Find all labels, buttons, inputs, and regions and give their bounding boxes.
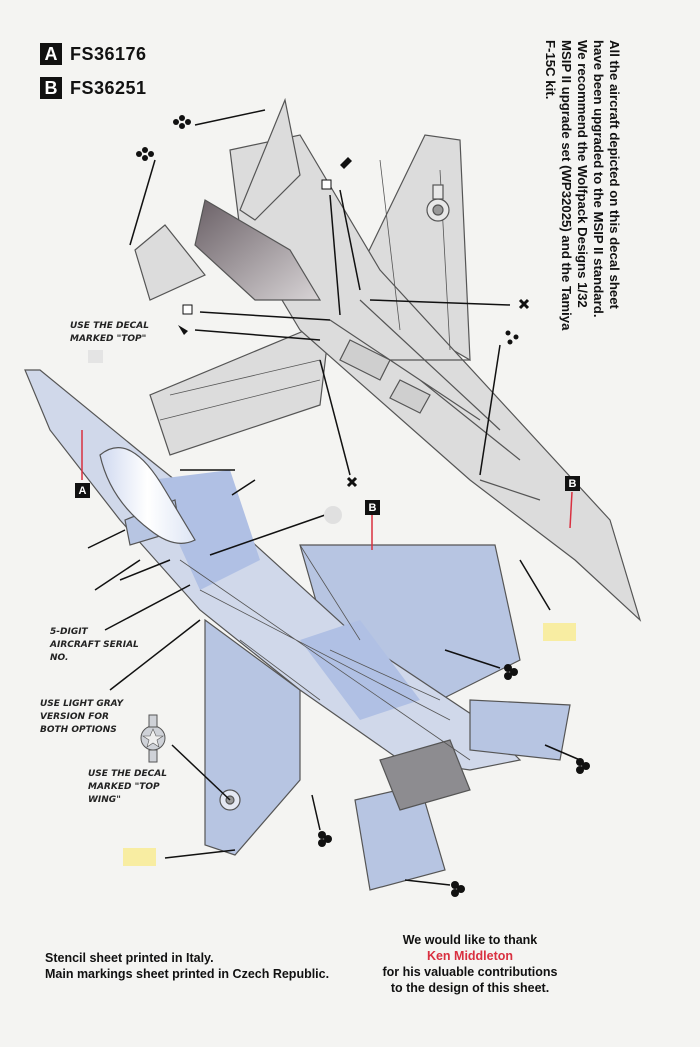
topside-canopy bbox=[99, 447, 196, 544]
leader-lines bbox=[87, 109, 581, 886]
footer-print-info: Stencil sheet printed in Italy. Main mar… bbox=[45, 950, 329, 982]
gray-dot-swatch bbox=[324, 506, 342, 524]
thanks-line-3: to the design of this sheet. bbox=[390, 981, 550, 995]
legend-item-a: A FS36176 bbox=[40, 43, 147, 65]
stencil-cluster-icon bbox=[179, 115, 185, 121]
note-serial: 5-DIGIT AIRCRAFT SERIAL NO. bbox=[50, 627, 139, 663]
underside-intakes bbox=[194, 199, 322, 301]
thanks-name: Ken Middleton bbox=[426, 949, 514, 963]
underside-left-stabilizer bbox=[239, 97, 301, 221]
underside-left-fin bbox=[134, 224, 206, 301]
red-leader-lines bbox=[81, 430, 573, 550]
tag-a: A bbox=[75, 483, 90, 498]
yellow-swatch-left bbox=[123, 848, 156, 866]
stencil-icons bbox=[136, 115, 590, 897]
roundel-callout-icon bbox=[140, 714, 166, 763]
note-light-gray: USE LIGHT GRAY VERSION FOR BOTH OPTIONS bbox=[40, 699, 124, 735]
legend-code-a: FS36176 bbox=[70, 43, 147, 64]
footer-line-2: Main markings sheet printed in Czech Rep… bbox=[45, 967, 330, 981]
tag-b-right: B bbox=[565, 476, 580, 491]
thanks-line-1: We would like to thank bbox=[402, 933, 538, 947]
topside-right-stabilizer bbox=[469, 699, 571, 761]
legend-box-a: A bbox=[40, 43, 62, 65]
legend-item-b: B FS36251 bbox=[40, 77, 147, 99]
underside-left-wing bbox=[149, 319, 331, 456]
tag-b-center: B bbox=[365, 500, 380, 515]
aircraft-topside-view bbox=[24, 369, 571, 891]
footer-line-1: Stencil sheet printed in Italy. bbox=[45, 951, 214, 965]
note-top-wing: USE THE DECAL MARKED "TOP WING" bbox=[88, 769, 167, 805]
yellow-swatch-right bbox=[543, 623, 576, 641]
topside-tail-base bbox=[379, 739, 471, 811]
legend-box-b: B bbox=[40, 77, 62, 99]
legend-code-b: FS36251 bbox=[70, 77, 147, 98]
aircraft-underside-view bbox=[134, 97, 642, 622]
top-decal-swatch bbox=[88, 350, 103, 363]
thanks-block: We would like to thank Ken Middleton for… bbox=[370, 932, 570, 996]
note-top-decal: USE THE DECAL MARKED "TOP" bbox=[70, 321, 149, 344]
thanks-line-2: for his valuable contributions bbox=[382, 965, 558, 979]
